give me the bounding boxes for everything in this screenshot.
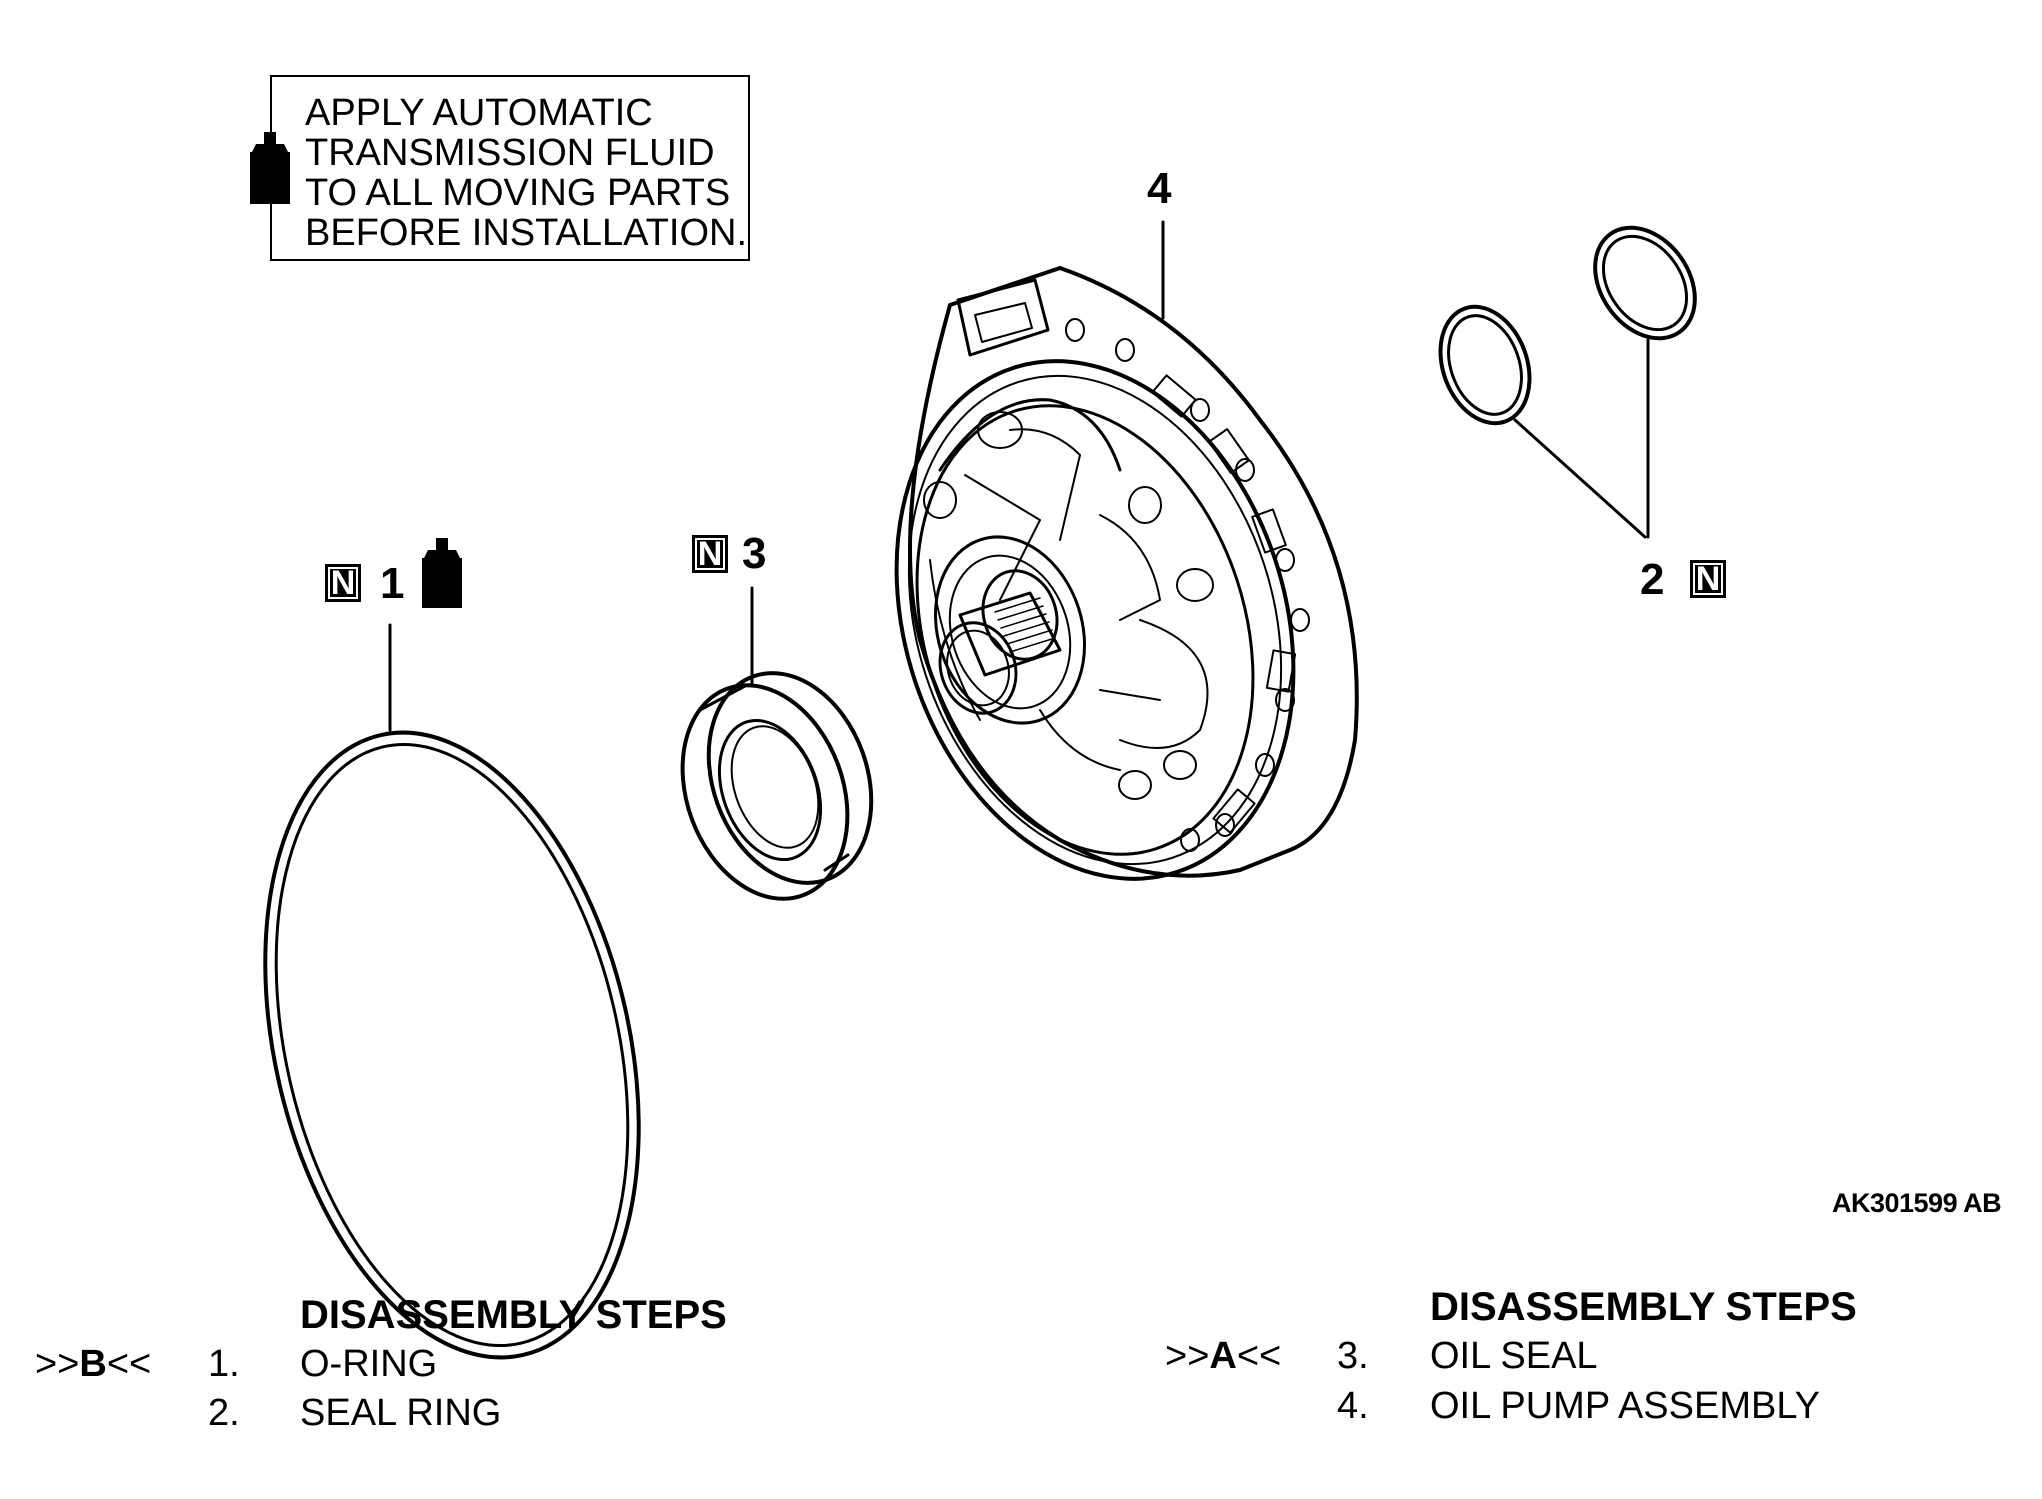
oil-seal-part-3: [680, 671, 874, 901]
note-line: BEFORE INSTALLATION.: [305, 212, 748, 254]
step-number: 2.: [208, 1392, 240, 1434]
non-reusable-badge: N: [325, 564, 361, 602]
callout-part-4: 4: [1147, 164, 1172, 213]
steps-title: DISASSEMBLY STEPS: [300, 1293, 727, 1337]
note-line: TRANSMISSION FLUID: [305, 132, 715, 174]
fluid-bottle-icon: [422, 538, 462, 608]
step-number: 4.: [1337, 1385, 1369, 1427]
callout-part-1: 1: [380, 559, 405, 608]
non-reusable-badge: N: [1690, 560, 1726, 598]
step-label: OIL SEAL: [1430, 1335, 1598, 1377]
step-label: OIL PUMP ASSEMBLY: [1430, 1385, 1821, 1427]
steps-title: DISASSEMBLY STEPS: [1430, 1285, 1857, 1329]
step-label: SEAL RING: [300, 1392, 502, 1434]
seal-rings-part-2: [1438, 225, 1697, 426]
step-number: 1.: [208, 1343, 240, 1385]
step-marker: >>B<<: [35, 1343, 152, 1385]
callout-part-2: 2: [1640, 555, 1665, 604]
figure-id: AK301599 AB: [1832, 1188, 2002, 1218]
note-line: TO ALL MOVING PARTS: [305, 172, 731, 214]
callout-part-3: 3: [742, 529, 767, 578]
note-line: APPLY AUTOMATIC: [305, 92, 653, 134]
oil-pump-assembly-part-4: [894, 266, 1359, 881]
step-number: 3.: [1337, 1335, 1369, 1377]
non-reusable-badge: N: [692, 535, 728, 573]
o-ring-part-1: [263, 730, 641, 1360]
step-label: O-RING: [300, 1343, 438, 1385]
instruction-note: APPLY AUTOMATIC TRANSMISSION FLUID TO AL…: [270, 75, 750, 261]
step-marker: >>A<<: [1165, 1335, 1282, 1377]
leader-lines-part-2: [1513, 338, 1650, 539]
